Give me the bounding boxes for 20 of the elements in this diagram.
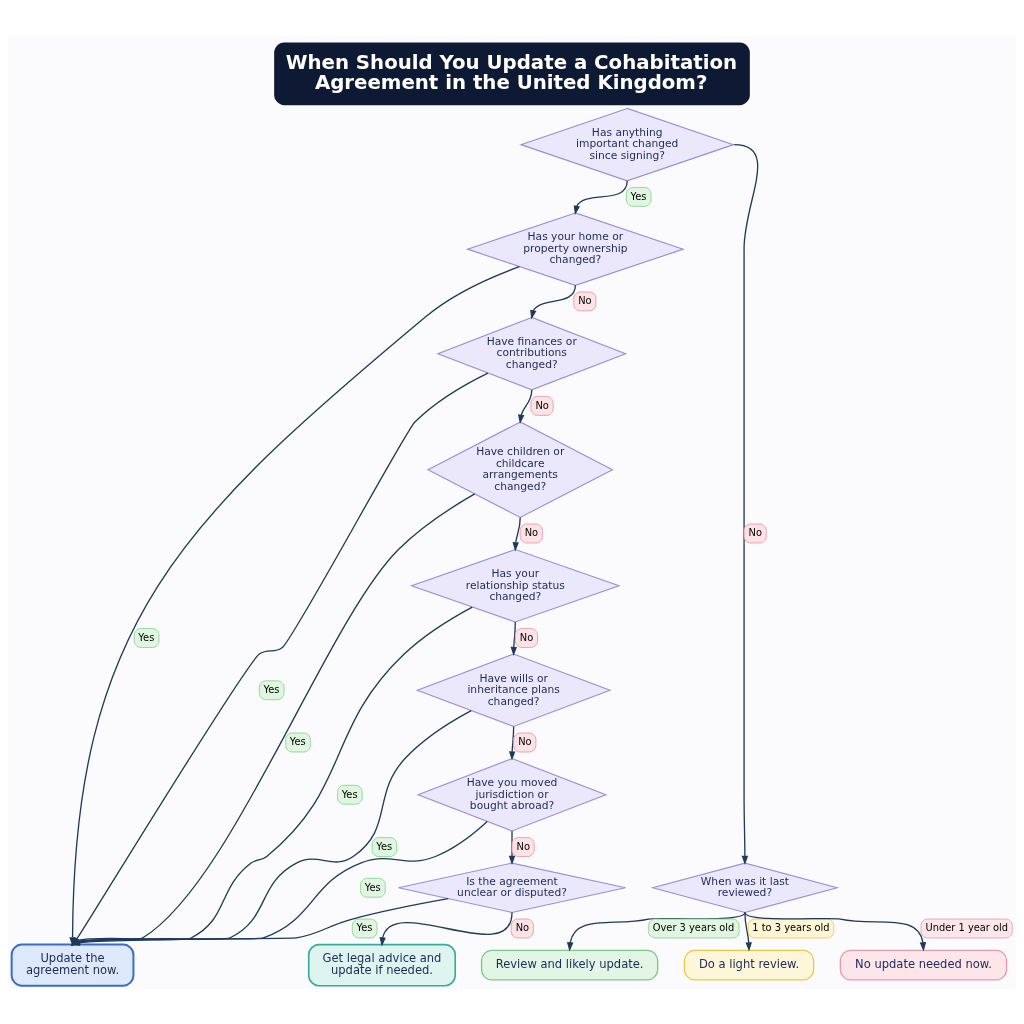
edge-label: Yes	[263, 683, 280, 695]
edge-label: Yes	[341, 788, 358, 800]
edge-label: No	[748, 526, 763, 538]
edge-label: Yes	[356, 921, 373, 933]
edge-label: No	[578, 294, 592, 306]
edge-label: Yes	[364, 881, 381, 893]
edge-label: No	[518, 735, 532, 747]
edge-label: Under 1 year old	[925, 921, 1009, 933]
edge-label: No	[515, 921, 530, 933]
edge-label: Over 3 years old	[652, 921, 735, 933]
edge-label: No	[519, 631, 534, 643]
edge-label: No	[535, 399, 549, 411]
edge-label: Yes	[376, 840, 393, 852]
edge-label: Yes	[138, 631, 155, 643]
edge-label: No	[524, 526, 539, 538]
edge-label: 1 to 3 years old	[752, 921, 830, 933]
diagram-title: When Should You Update a Cohabitation Agreement in the United Kingdom?	[285, 50, 738, 94]
edge-label: Yes	[289, 735, 306, 747]
edge-label: Yes	[630, 190, 647, 202]
edge-label: No	[516, 840, 530, 852]
